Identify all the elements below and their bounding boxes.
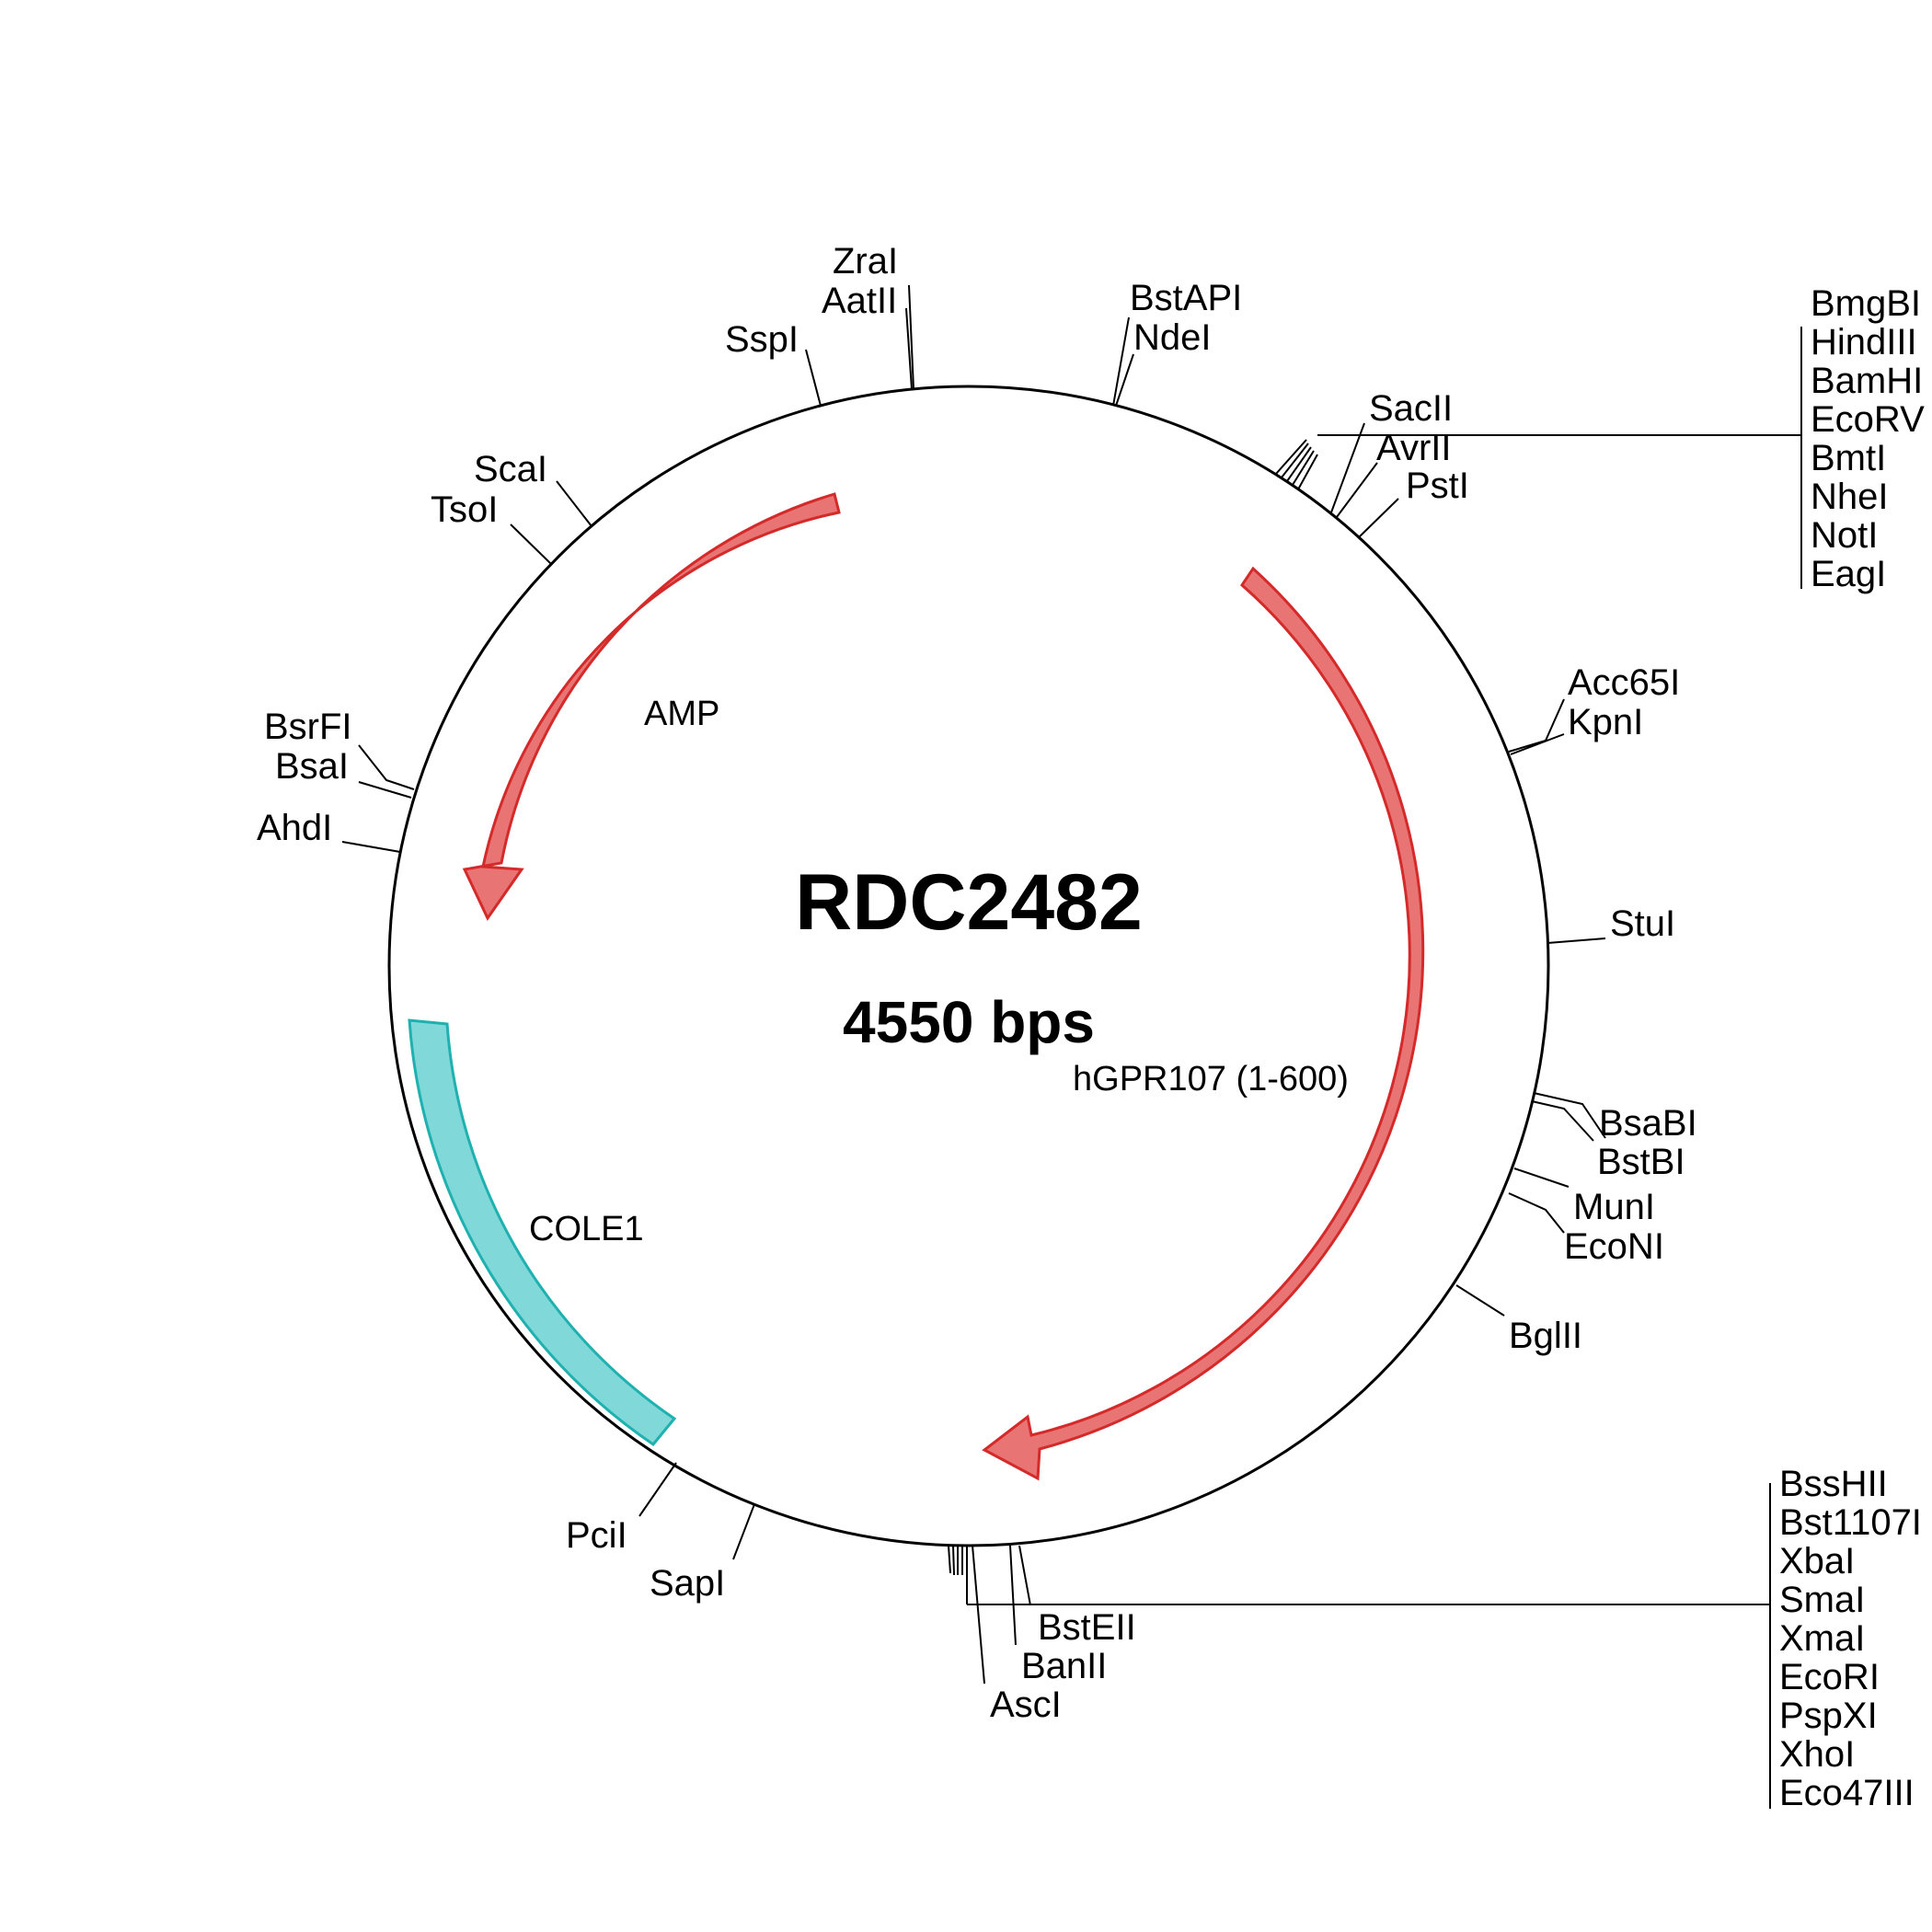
site-label-stui: StuI xyxy=(1610,903,1675,944)
site-group-bottom-1: Bst1107I xyxy=(1779,1502,1922,1543)
site-group-bottom-0: BssHII xyxy=(1779,1464,1888,1504)
site-bglii: BglII xyxy=(1455,1284,1582,1356)
site-label-ahdi: AhdI xyxy=(257,808,332,848)
plasmid-size: 4550 bps xyxy=(843,989,1095,1055)
site-bstapi-ndei: BstAPI NdeI xyxy=(1112,278,1242,407)
site-group-bottom-4: XmaI xyxy=(1779,1618,1865,1659)
site-group-bottom-6: PspXI xyxy=(1779,1696,1878,1736)
site-group-bottom-labels: BssHII Bst1107I XbaI SmaI XmaI EcoRI Psp… xyxy=(1779,1464,1922,1813)
site-sacii-avrii-psti: SacII AvrII PstI xyxy=(1330,388,1469,539)
site-label-sapi: SapI xyxy=(650,1563,725,1604)
site-group-top-6: NotI xyxy=(1811,515,1878,556)
site-pcii: PciI xyxy=(566,1462,677,1556)
plasmid-backbone xyxy=(387,385,1550,1547)
feature-amp[interactable] xyxy=(462,492,841,921)
site-group-bottom-3: SmaI xyxy=(1779,1580,1865,1620)
site-bsrfi-bsai: BsrFI BsaI xyxy=(264,707,415,799)
site-label-asci: AscI xyxy=(990,1685,1062,1725)
site-label-bsteii: BstEII xyxy=(1038,1607,1136,1648)
feature-label-cole1: COLE1 xyxy=(529,1210,644,1248)
site-group-top-4: BmtI xyxy=(1811,438,1886,478)
site-label-bglii: BglII xyxy=(1509,1316,1582,1356)
site-cluster-top xyxy=(1275,327,1802,589)
site-label-tsoi: TsoI xyxy=(431,489,498,530)
site-sapi: SapI xyxy=(650,1503,755,1604)
plasmid-name: RDC2482 xyxy=(795,858,1143,947)
site-label-bstbi: BstBI xyxy=(1597,1142,1685,1182)
site-label-bstapi: BstAPI xyxy=(1130,278,1242,318)
site-label-zrai: ZraI xyxy=(833,241,898,282)
site-label-muni: MunI xyxy=(1573,1187,1655,1227)
feature-label-amp: AMP xyxy=(644,695,719,733)
site-scai-tsoi: ScaI TsoI xyxy=(431,449,592,565)
site-group-bottom-5: EcoRI xyxy=(1779,1657,1880,1697)
site-label-pcii: PciI xyxy=(566,1515,627,1556)
site-group-top-0: BmgBI xyxy=(1811,283,1921,324)
site-sspi: SspI xyxy=(725,319,822,407)
site-ahdi: AhdI xyxy=(257,808,401,853)
site-group-top-3: EcoRV xyxy=(1811,399,1925,440)
site-bsabi-bstbi: BsaBI BstBI xyxy=(1531,1092,1697,1182)
site-stui: StuI xyxy=(1547,903,1675,944)
feature-cole1[interactable] xyxy=(408,1018,677,1447)
site-group-top-2: BamHI xyxy=(1811,361,1923,401)
site-label-scai: ScaI xyxy=(474,449,547,489)
site-label-kpni: KpnI xyxy=(1568,702,1643,742)
site-label-acc65i: Acc65I xyxy=(1568,662,1680,703)
site-label-bsrfi: BsrFI xyxy=(264,707,352,747)
site-group-bottom-7: XhoI xyxy=(1779,1734,1855,1775)
site-acc65i-kpni: Acc65I KpnI xyxy=(1508,662,1680,755)
site-label-bsai: BsaI xyxy=(275,746,349,787)
site-group-bottom-2: XbaI xyxy=(1779,1541,1855,1581)
site-bsteii-banii-asci: BstEII BanII AscI xyxy=(972,1545,1136,1725)
site-muni-econi: MunI EcoNI xyxy=(1508,1167,1664,1267)
site-group-top-7: EagI xyxy=(1811,554,1886,594)
site-group-top-labels: BmgBI HindIII BamHI EcoRV BmtI NheI NotI… xyxy=(1811,283,1925,594)
site-label-sspi: SspI xyxy=(725,319,799,360)
site-label-aatii: AatII xyxy=(822,281,897,321)
site-label-psti: PstI xyxy=(1406,466,1469,506)
site-label-avrii: AvrII xyxy=(1376,428,1452,468)
feature-label-hgpr107: hGPR107 (1-600) xyxy=(1073,1060,1349,1098)
site-cluster-bottom xyxy=(948,1483,1771,1809)
site-label-bsabi: BsaBI xyxy=(1599,1103,1697,1144)
site-group-bottom-8: Eco47III xyxy=(1779,1773,1915,1813)
site-group-top-5: NheI xyxy=(1811,477,1889,517)
site-label-sacii: SacII xyxy=(1369,388,1453,429)
site-zrai-aatii: ZraI AatII xyxy=(822,241,914,390)
feature-hgpr107[interactable] xyxy=(982,566,1425,1481)
site-label-econi: EcoNI xyxy=(1564,1226,1664,1267)
site-label-ndei: NdeI xyxy=(1133,317,1212,358)
site-group-top-1: HindIII xyxy=(1811,322,1917,362)
site-label-banii: BanII xyxy=(1021,1646,1107,1686)
